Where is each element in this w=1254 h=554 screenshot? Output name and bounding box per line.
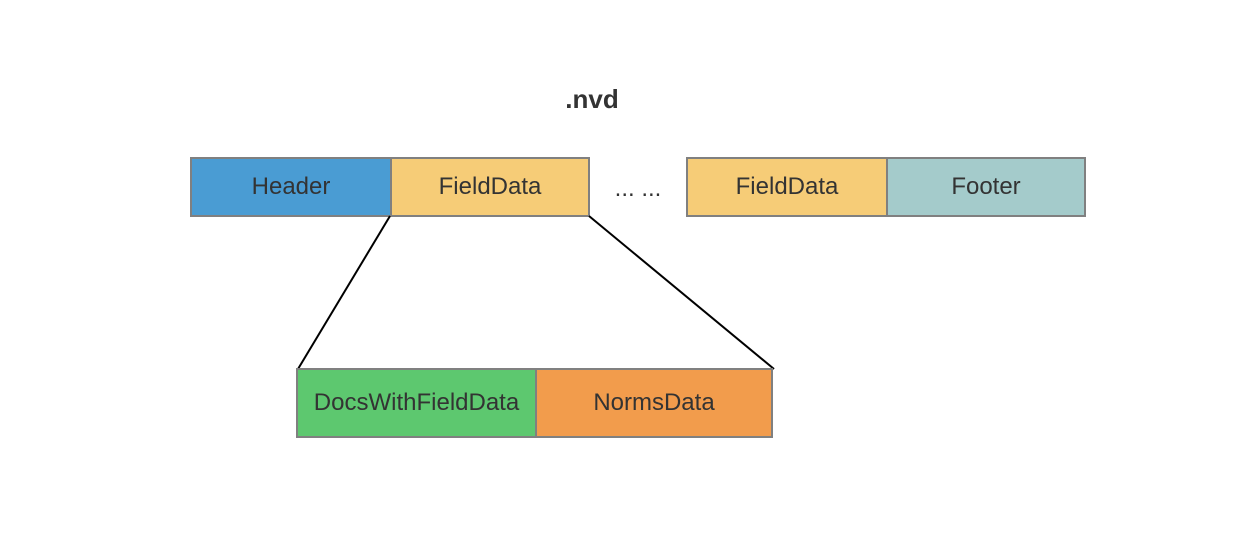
header-block: Header bbox=[190, 157, 392, 217]
docswithfielddata-block: DocsWithFieldData bbox=[296, 368, 537, 438]
expansion-line-left bbox=[297, 215, 391, 370]
docswithfielddata-label: DocsWithFieldData bbox=[313, 389, 520, 416]
header-label: Header bbox=[251, 173, 331, 200]
fielddata-label-first: FieldData bbox=[438, 173, 542, 200]
footer-block: Footer bbox=[886, 157, 1086, 217]
normsdata-block: NormsData bbox=[535, 368, 773, 438]
fielddata-label-last: FieldData bbox=[735, 173, 839, 200]
fielddata-block-last: FieldData bbox=[686, 157, 888, 217]
fielddata-block-first: FieldData bbox=[390, 157, 590, 217]
footer-label: Footer bbox=[951, 173, 1021, 200]
diagram-title: .nvd bbox=[565, 84, 619, 114]
normsdata-label: NormsData bbox=[593, 389, 715, 416]
expansion-line-right bbox=[588, 215, 775, 370]
ellipsis: ... ... bbox=[614, 175, 662, 202]
